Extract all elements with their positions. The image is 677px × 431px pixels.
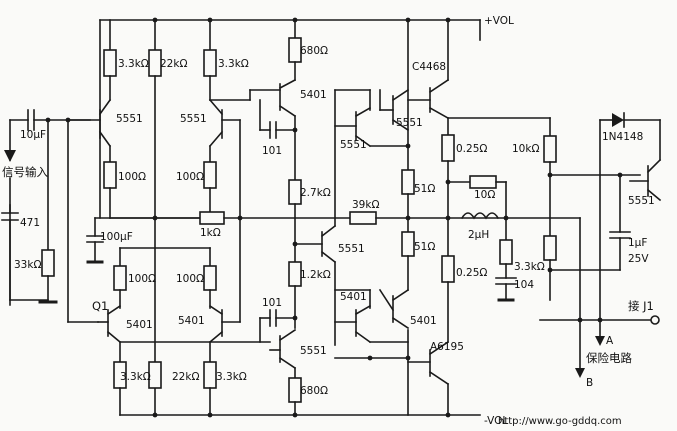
r100-b-label: 100Ω <box>176 171 204 183</box>
driver-stage <box>334 17 415 416</box>
c1u-v-label: 25V <box>628 253 649 265</box>
q5401-vas-label: 5401 <box>300 89 327 101</box>
r51-bot-label: 51Ω <box>414 241 435 253</box>
d1n4148-label: 1N4148 <box>602 131 643 143</box>
q5551-drv-label: 5551 <box>340 139 367 151</box>
q5401-drv2-label: 5401 <box>410 315 437 327</box>
r10k-label: 10kΩ <box>512 143 539 155</box>
q5551-vbe-label: 5551 <box>338 243 365 255</box>
r39k-label: 39kΩ <box>352 199 379 211</box>
r3k3-b-label: 3.3kΩ <box>218 58 249 70</box>
r100-d-label: 100Ω <box>176 273 204 285</box>
q5551-a-label: 5551 <box>116 113 143 125</box>
protection-section <box>447 19 662 378</box>
node-a-label: A <box>606 335 614 347</box>
r1k-label: 1kΩ <box>200 227 221 239</box>
c471-label: 471 <box>20 217 40 229</box>
r51-top-label: 51Ω <box>414 183 435 195</box>
c100u-label: 100μF <box>100 231 133 243</box>
q5401-a-label: 5401 <box>126 319 153 331</box>
r22k-bot-label: 22kΩ <box>172 371 199 383</box>
signal-input-label: 信号输入 <box>2 165 48 179</box>
terminal-label: 接 J1 <box>628 299 654 313</box>
r22k-top-label: 22kΩ <box>160 58 187 70</box>
lower-diff-pair <box>97 247 271 418</box>
input-section <box>1 109 99 323</box>
output-stage <box>407 17 517 418</box>
c4468-label: C4468 <box>412 61 446 73</box>
c104-label: 104 <box>514 279 534 291</box>
terminal-j1-icon <box>650 315 660 325</box>
watermark-text: http://www.go-gddq.com <box>498 416 622 427</box>
q5551-p-label: 5551 <box>628 195 655 207</box>
c101-bot-label: 101 <box>262 297 282 309</box>
upper-diff-pair <box>67 17 251 416</box>
r10-label: 10Ω <box>474 189 495 201</box>
voltage-amp-stage <box>249 17 337 418</box>
labels: +VOL -VOL 信号输入 保险电路 接 J1 A B http://www.… <box>2 15 655 427</box>
r680-top-label: 680Ω <box>300 45 328 57</box>
a6195-label: A6195 <box>430 341 464 353</box>
l2u-label: 2μH <box>468 229 489 241</box>
r33k-label: 33kΩ <box>14 259 41 271</box>
q1-label: Q1 <box>92 299 108 313</box>
input-arrow-icon <box>4 150 16 162</box>
r2k7-label: 2.7kΩ <box>300 187 331 199</box>
r3k3-c-label: 3.3kΩ <box>120 371 151 383</box>
r3k3-a-label: 3.3kΩ <box>118 58 149 70</box>
r3k3-p-label: 3.3kΩ <box>514 261 545 273</box>
q5551-drv2-label: 5551 <box>396 117 423 129</box>
r100-c-label: 100Ω <box>128 273 156 285</box>
r100-a-label: 100Ω <box>118 171 146 183</box>
q5401-b-label: 5401 <box>178 315 205 327</box>
r1k2-label: 1.2kΩ <box>300 269 331 281</box>
protection-label: 保险电路 <box>586 351 632 365</box>
vminus-label: -VOL <box>484 415 508 427</box>
q5401-drv-label: 5401 <box>340 291 367 303</box>
arrow-a-icon <box>595 336 605 346</box>
q5551-vas-label: 5551 <box>300 345 327 357</box>
node-b-label: B <box>586 377 593 389</box>
vplus-label: +VOL <box>484 15 514 27</box>
c1u-label: 1μF <box>628 237 647 249</box>
c101-top-label: 101 <box>262 145 282 157</box>
diode-icon <box>612 113 624 127</box>
r680-bot-label: 680Ω <box>300 385 328 397</box>
arrow-b-icon <box>575 368 585 378</box>
r025-top-label: 0.25Ω <box>456 143 487 155</box>
q5551-b-label: 5551 <box>180 113 207 125</box>
r025-bot-label: 0.25Ω <box>456 267 487 279</box>
r3k3-d-label: 3.3kΩ <box>216 371 247 383</box>
c-in-label: 10μF <box>20 129 46 141</box>
